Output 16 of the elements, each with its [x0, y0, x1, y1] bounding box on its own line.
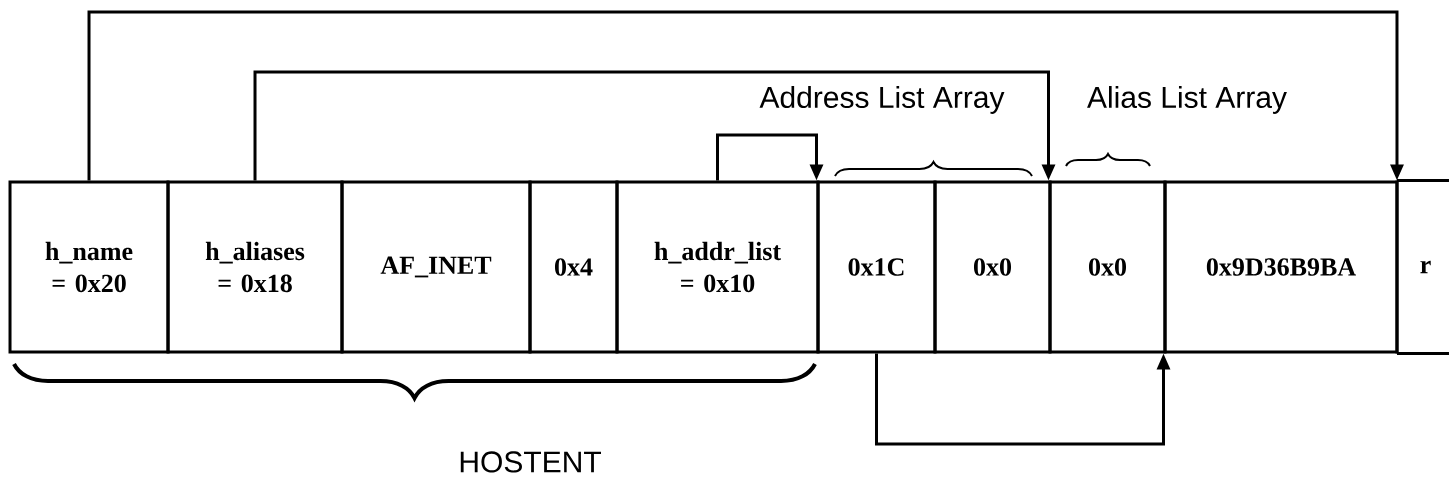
bracket-label: Alias List Array: [1087, 86, 1287, 114]
memory-cell: h_aliases = 0x18: [166, 180, 344, 354]
arrow: [87, 10, 1404, 181]
memory-cell: r: [1395, 179, 1449, 355]
memory-cell: h_name = 0x20: [8, 180, 170, 354]
bracket-label: Address List Array: [759, 86, 1005, 114]
arrow: [716, 133, 824, 181]
memory-cell: 0x4: [528, 180, 619, 354]
memory-cell: AF_INET: [340, 180, 532, 354]
memory-cell: 0x1C: [816, 180, 937, 354]
bracket-label: HOSTENT: [460, 451, 601, 473]
memory-cell: 0x9D36B9BA: [1163, 180, 1399, 354]
memory-cell: 0x0: [933, 180, 1052, 354]
arrow: [253, 70, 1056, 181]
memory-cell: 0x0: [1048, 180, 1167, 354]
memory-cell: h_addr_list = 0x10: [615, 180, 820, 354]
